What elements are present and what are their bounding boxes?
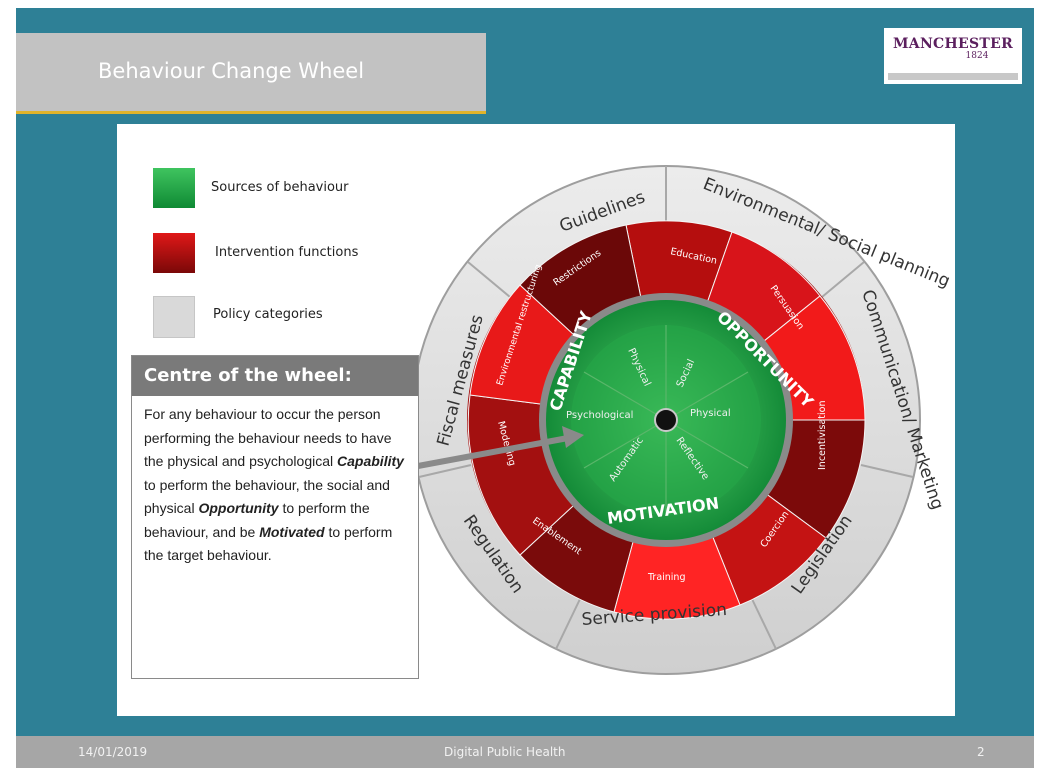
legend-swatch-sources [153,168,195,208]
logo-year: 1824 [965,51,989,61]
footer-title: Digital Public Health [444,745,566,759]
callout-text: to perform the target behaviour. [144,523,393,564]
callout-arrow-head [562,426,584,448]
legend-label-policy: Policy categories [213,307,323,322]
callout-arrow-shaft [417,435,569,469]
function-label: Training [647,572,686,583]
centre-callout: Centre of the wheel: For any behaviour t… [131,355,419,679]
legend-label-interventions: Intervention functions [215,245,359,260]
footer-page-number: 2 [977,745,985,759]
callout-body: For any behaviour to occur the person pe… [132,396,418,568]
slide-footer: 14/01/2019 Digital Public Health 2 [16,736,1034,768]
callout-text: For any behaviour to occur the person pe… [144,406,392,469]
university-logo: MANCHESTER 1824 [884,28,1022,84]
source-sub-label: Psychological [566,410,633,421]
callout-text: to perform the behaviour, and be [144,500,370,540]
legend-label-sources: Sources of behaviour [211,180,349,195]
legend-swatch-interventions [153,233,195,273]
callout-emphasis: Capability [337,453,404,469]
slide-title: Behaviour Change Wheel [98,59,365,83]
logo-tagline-bar [888,73,1018,80]
callout-emphasis: Motivated [259,523,325,540]
source-sub-label: Physical [690,408,731,419]
footer-date: 14/01/2019 [78,745,148,759]
callout-emphasis: Opportunity [198,500,279,516]
title-bar: Behaviour Change Wheel [16,33,486,114]
policy-dividers [418,166,914,650]
function-label: Incentivisation [817,400,828,470]
legend-swatch-policy [153,296,195,338]
wheel-centre-dot [654,408,678,432]
callout-text: to perform the behaviour, the social and… [144,476,390,517]
sources-segment-lines [583,325,749,515]
callout-heading: Centre of the wheel: [132,356,418,396]
logo-name: MANCHESTER [892,36,1014,52]
